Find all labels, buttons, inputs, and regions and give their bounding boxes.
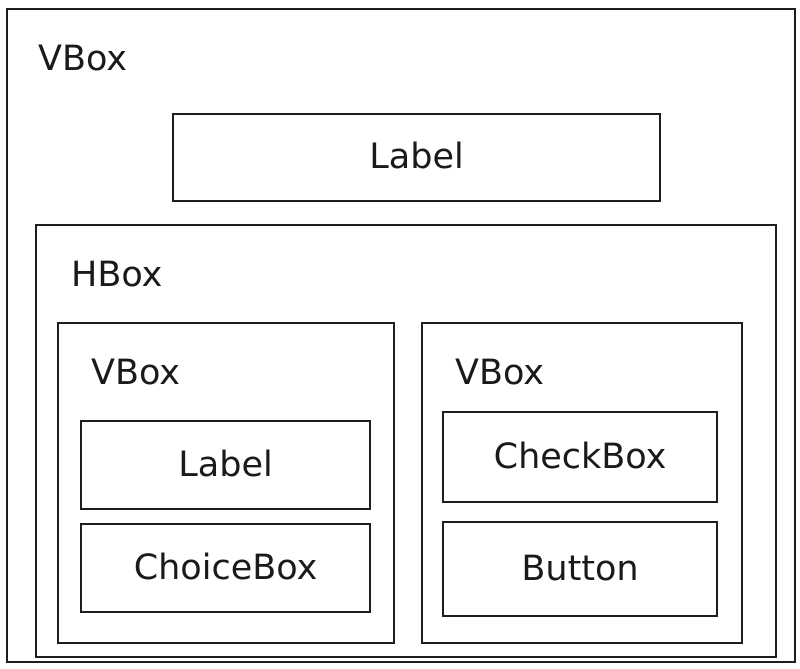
choicebox-box: ChoiceBox (80, 523, 371, 613)
right-vbox-title: VBox (455, 353, 545, 393)
left-vbox-title: VBox (91, 353, 181, 393)
checkbox-box: CheckBox (442, 411, 718, 503)
top-label-box: Label (172, 113, 661, 202)
right-vbox-container: VBox CheckBox Button (421, 322, 743, 644)
hbox-container: HBox VBox Label ChoiceBox VBox CheckBox … (35, 224, 777, 658)
outer-vbox-container: VBox Label HBox VBox Label ChoiceBox VBo… (6, 8, 796, 663)
hbox-title: HBox (71, 255, 163, 295)
outer-vbox-title: VBox (38, 39, 128, 79)
button-box: Button (442, 521, 718, 617)
left-label-box: Label (80, 420, 371, 510)
left-vbox-container: VBox Label ChoiceBox (57, 322, 395, 644)
